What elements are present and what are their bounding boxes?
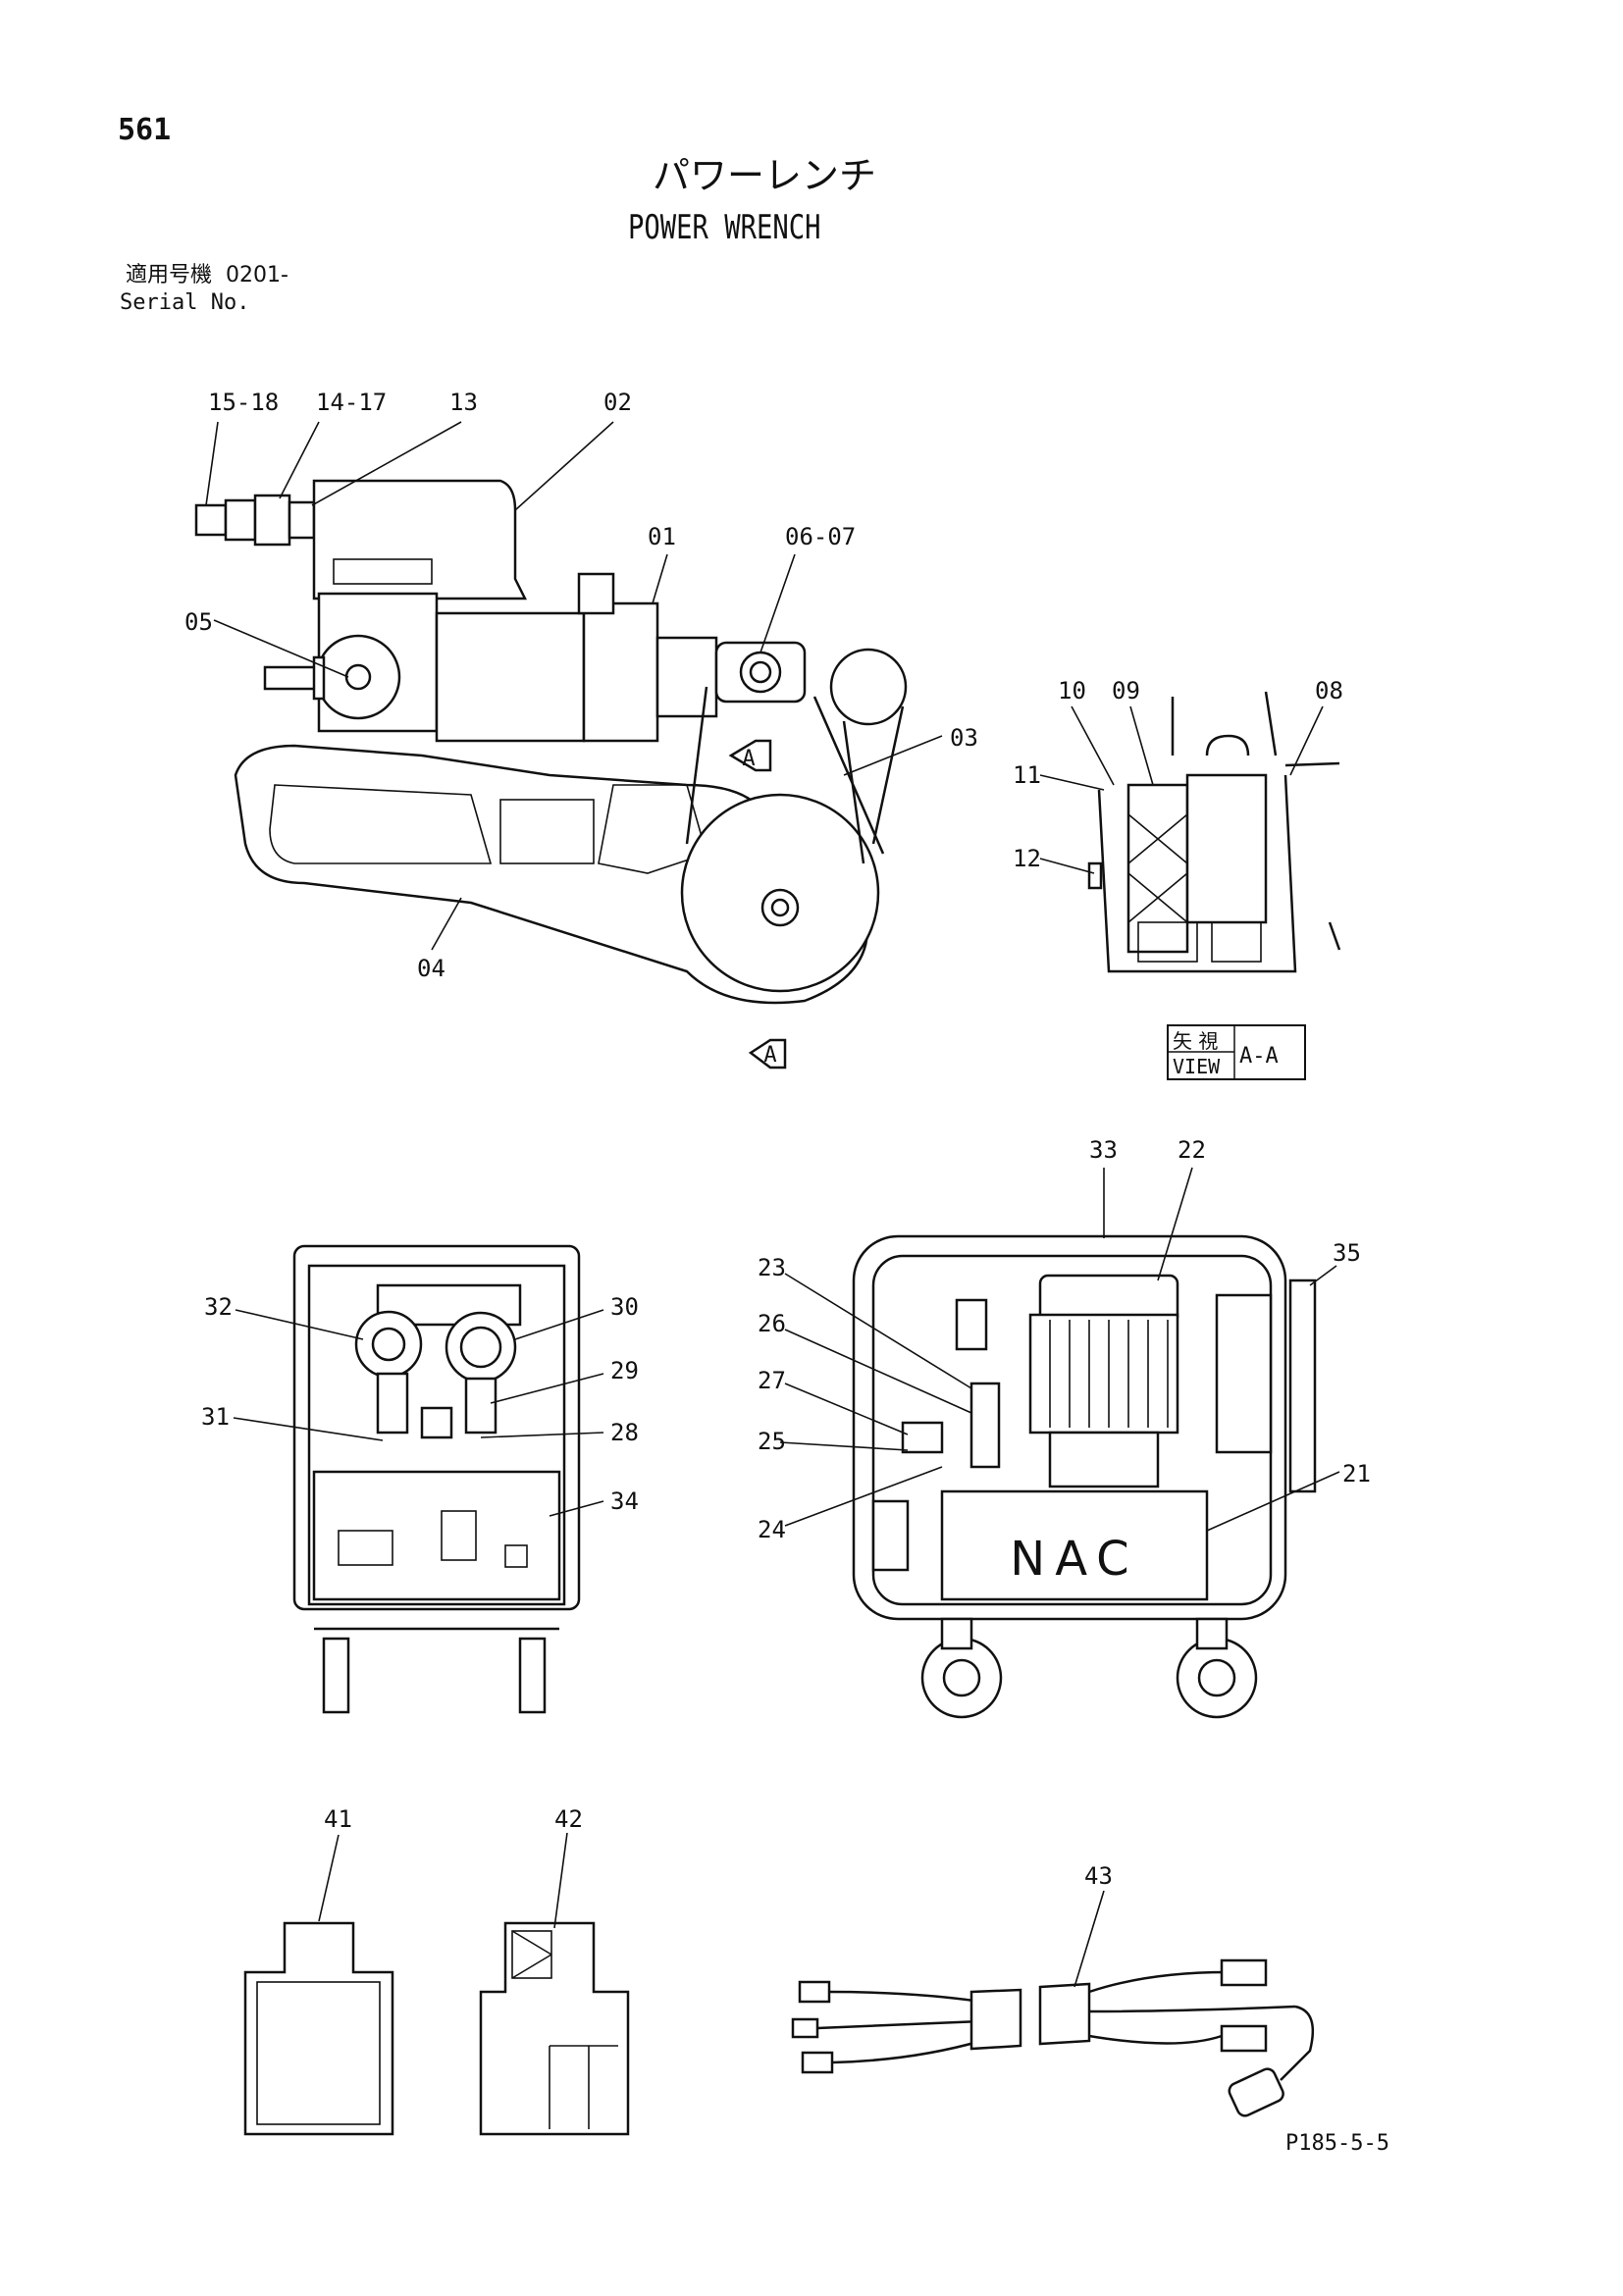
view-direction-label: A [763,1043,776,1068]
callout-22: 22 [1178,1136,1206,1164]
pump-front-leader-lines [233,1309,604,1517]
callout-21: 21 [1342,1460,1371,1487]
callout-01: 01 [648,523,676,550]
view-a-a-section [1087,691,1341,973]
part-41: 41 [243,1805,394,2136]
part-43-hose-assembly: 43 [791,1862,1315,2117]
callout-06-07: 06-07 [785,523,856,550]
pump-front-callouts: 32 30 29 31 28 34 [201,1293,639,1515]
serial-label-english: Serial No. [120,290,250,315]
pump-side-callouts: 33 22 35 23 26 27 25 24 21 [758,1136,1371,1543]
callout-03: 03 [950,724,978,752]
page-number: 561 [118,113,172,147]
pump-side-leader-lines [779,1167,1340,1532]
callout-26: 26 [758,1310,786,1337]
view-leader-lines [1039,705,1324,874]
drawing-code: P185-5-5 [1285,2131,1389,2156]
view-label-english: VIEW [1173,1055,1221,1078]
callout-31: 31 [201,1403,230,1431]
callout-35: 35 [1333,1239,1361,1267]
callout-30: 30 [610,1293,639,1321]
title-english: POWER WRENCH [628,208,821,247]
callout-42: 42 [554,1805,583,1833]
callout-32: 32 [204,1293,233,1321]
callout-27: 27 [758,1367,786,1394]
callout-41: 41 [324,1805,352,1833]
view-label-box: 矢 視 VIEW A-A [1167,1024,1306,1080]
wrench-leader-lines [205,421,943,951]
callout-29: 29 [610,1357,639,1384]
wrench-assembly: A A [194,479,908,1070]
callout-11: 11 [1013,761,1041,789]
view-callouts: 10 09 08 11 12 [1013,677,1343,872]
callout-04: 04 [417,955,445,982]
pump-front-view [292,1244,581,1714]
view-label-suffix: A-A [1239,1044,1279,1069]
callout-08: 08 [1315,677,1343,704]
callout-34: 34 [610,1487,639,1515]
callout-24: 24 [758,1516,786,1543]
callout-23: 23 [758,1254,786,1281]
callout-15-18: 15-18 [208,389,279,416]
callout-28: 28 [610,1419,639,1446]
section-marker-label: A [742,747,755,771]
part-42: 42 [479,1805,630,2136]
callout-12: 12 [1013,845,1041,872]
callout-02: 02 [603,389,632,416]
callout-05: 05 [184,608,213,636]
view-label-japanese: 矢 視 [1173,1029,1218,1053]
callout-13: 13 [449,389,478,416]
wrench-callouts: 15-18 14-17 13 02 01 06-07 05 03 04 [184,389,978,982]
title-japanese: パワーレンチ [653,154,877,197]
callout-43: 43 [1084,1862,1113,1890]
pump-side-view: NAC [852,1234,1317,1719]
callout-14-17: 14-17 [316,389,387,416]
callout-33: 33 [1089,1136,1118,1164]
callout-10: 10 [1058,677,1086,704]
callout-25: 25 [758,1428,786,1455]
callout-09: 09 [1112,677,1140,704]
serial-label-japanese: 適用号機 0201- [126,263,288,287]
unit-brand-label: NAC [1010,1532,1138,1587]
